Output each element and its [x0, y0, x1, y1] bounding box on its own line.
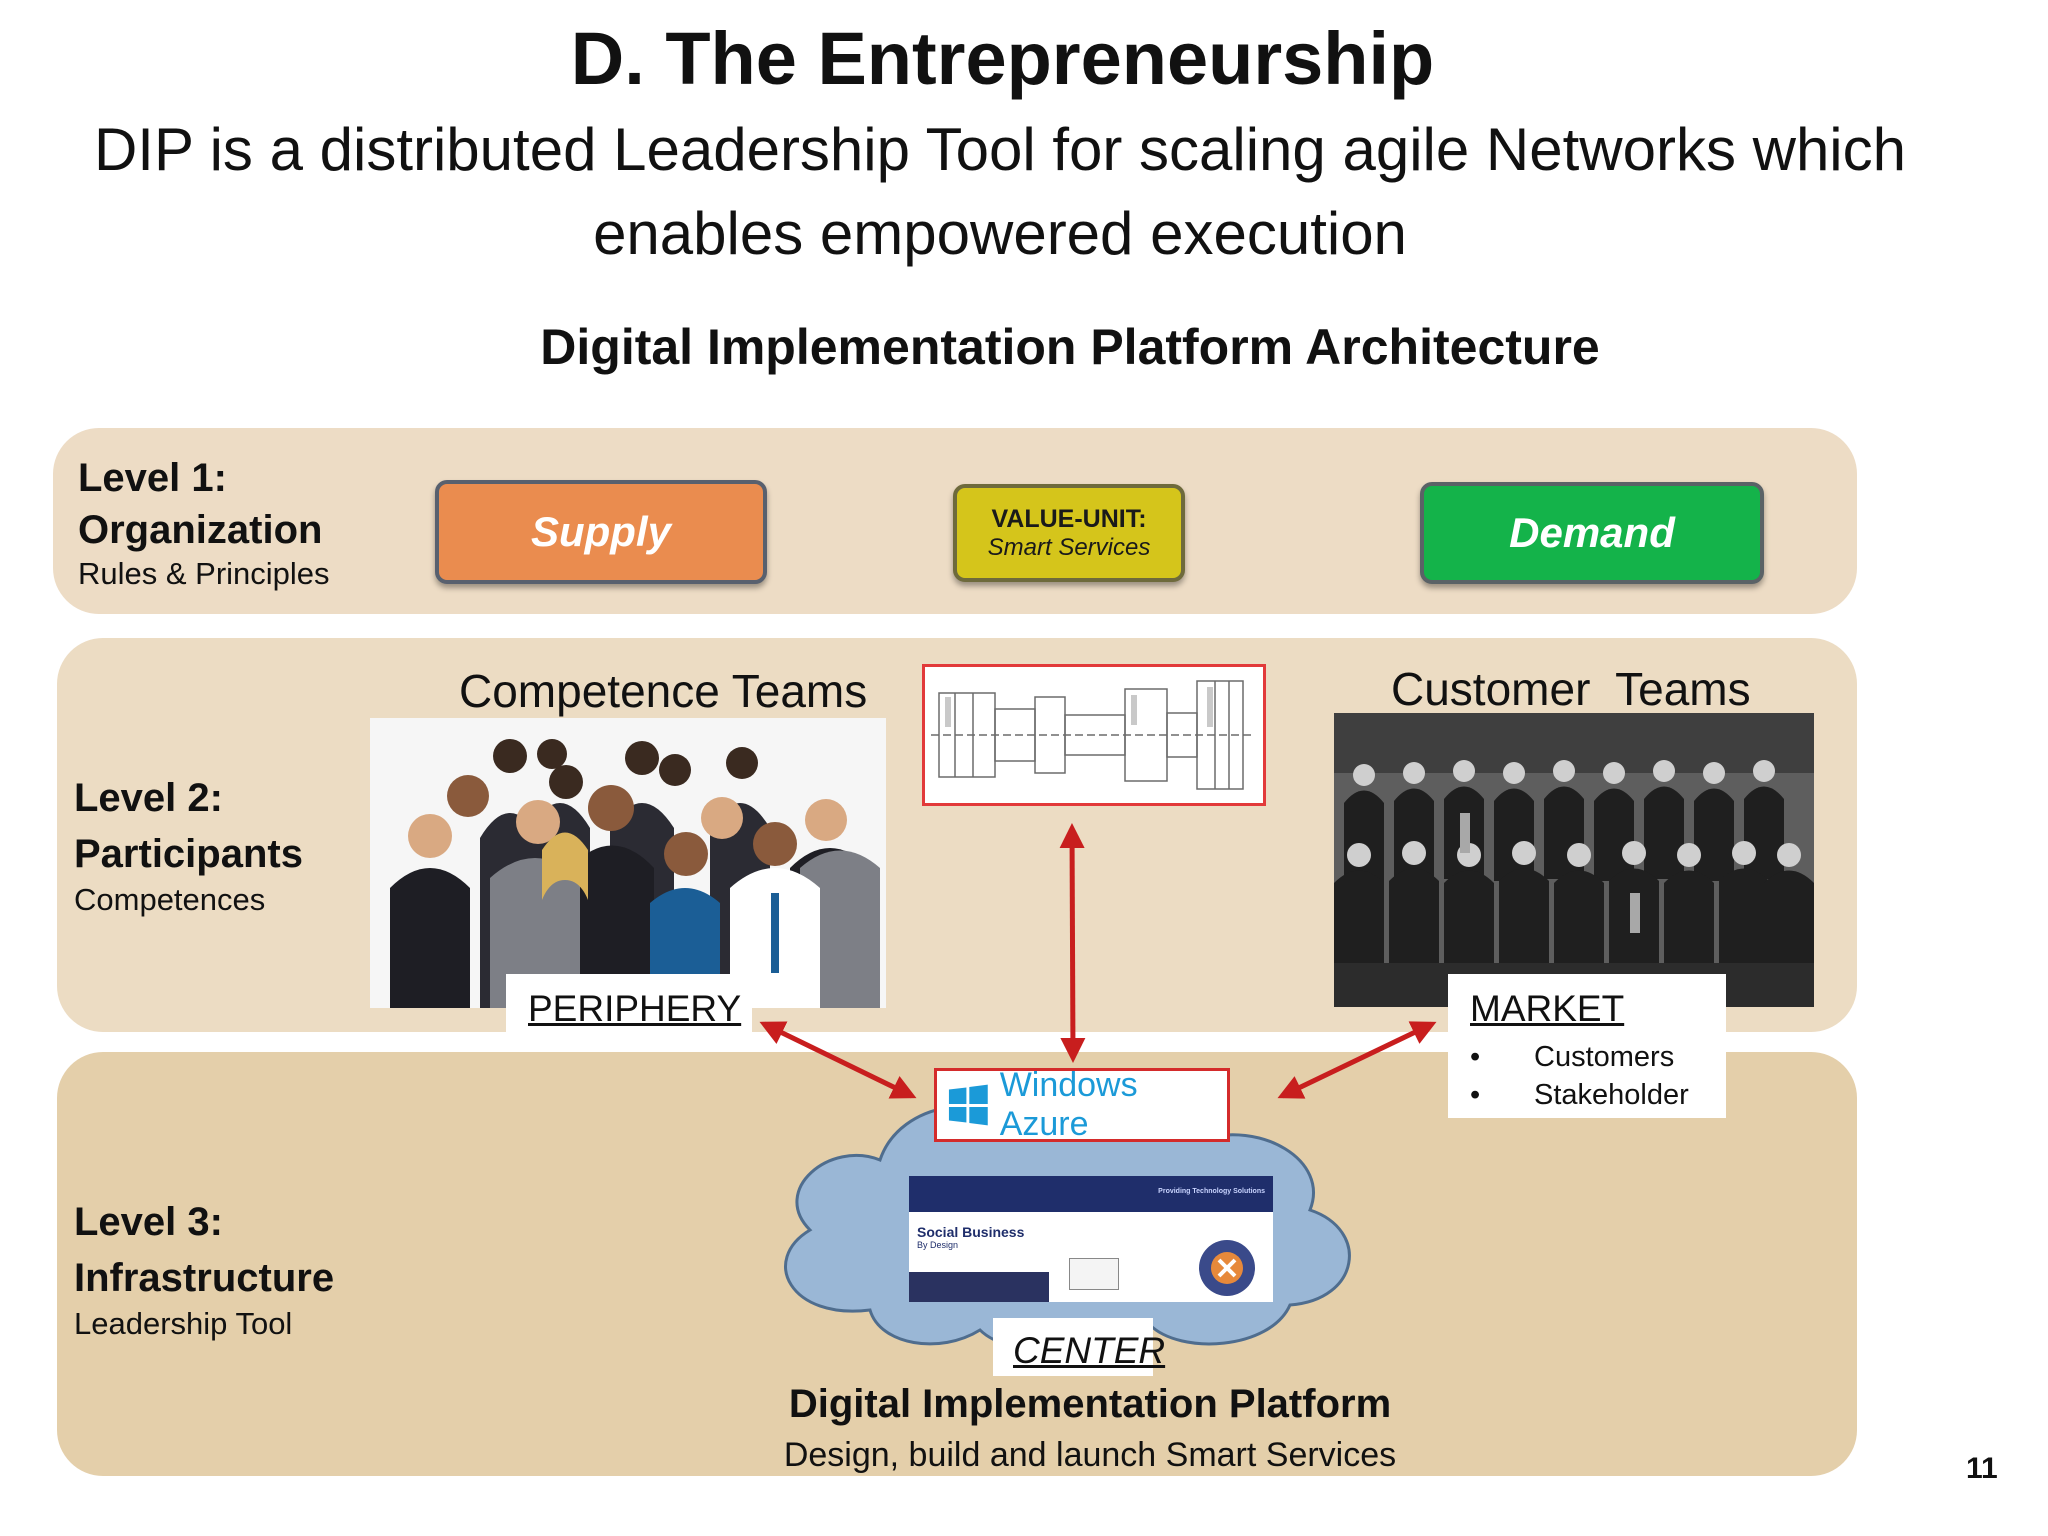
level-3-sub: Leadership Tool: [74, 1306, 293, 1341]
windows-azure-box: Windows Azure: [934, 1066, 1230, 1143]
mechanical-drawing-image: [931, 680, 1255, 790]
level-2-sub: Competences: [74, 882, 266, 917]
vertical-arrow: [1059, 823, 1086, 1063]
level-1-name: Organization: [78, 508, 323, 552]
level-3-name: Infrastructure: [74, 1256, 335, 1300]
page-subtitle: DIP is a distributed Leadership Tool for…: [0, 108, 2000, 276]
market-list-item: •Stakeholder: [1470, 1079, 1689, 1111]
customer-teams-title: Customer Teams: [1391, 663, 1751, 715]
periphery-arrow: [759, 1021, 917, 1099]
market-label: MARKET: [1470, 988, 1625, 1029]
competence-teams-photo: [370, 718, 886, 1008]
screenshot-title: Social Business: [917, 1224, 1025, 1240]
market-list: •Customers •Stakeholder: [1470, 1038, 1689, 1114]
market-list-item: •Customers: [1470, 1041, 1675, 1073]
level-3-heading: Level 3:: [74, 1200, 223, 1244]
periphery-box: PERIPHERY: [506, 974, 752, 1034]
subtitle-line-1: DIP is a distributed Leadership Tool for…: [93, 116, 1907, 183]
windows-logo-icon: [948, 1084, 988, 1126]
periphery-label: PERIPHERY: [528, 988, 742, 1029]
supply-button: Supply: [435, 480, 767, 584]
screenshot-logo-icon: [1199, 1240, 1255, 1296]
screenshot-header: Providing Technology Solutions: [909, 1176, 1273, 1212]
customer-group-illustration: [1334, 713, 1814, 1007]
center-box: CENTER: [993, 1318, 1165, 1376]
platform-title: Digital Implementation Platform: [788, 1382, 1392, 1426]
level-2-label: Level 2: Participants Competences: [74, 770, 303, 918]
competence-teams-title: Competence Teams: [459, 665, 868, 717]
diagram-title: Digital Implementation Platform Architec…: [540, 319, 1600, 375]
competence-group-illustration: [370, 718, 886, 1008]
level-1-label: Level 1: Organization Rules & Principles: [78, 452, 330, 592]
platform-screenshot: Providing Technology Solutions Social Bu…: [909, 1176, 1273, 1302]
screenshot-login-box: [1069, 1258, 1119, 1290]
screenshot-people-strip: [909, 1272, 1049, 1302]
subtitle-line-2: enables empowered execution: [593, 200, 1407, 267]
customer-teams-photo: [1334, 713, 1814, 1007]
market-arrow: [1277, 1021, 1437, 1099]
demand-button: Demand: [1420, 482, 1764, 584]
level-3-label: Level 3: Infrastructure Leadership Tool: [74, 1194, 334, 1342]
page-title: D. The Entrepreneurship: [570, 17, 1435, 100]
value-unit-title: VALUE-UNIT:: [991, 504, 1147, 533]
page-number: 11: [1966, 1452, 1998, 1485]
screenshot-header-text: Providing Technology Solutions: [1158, 1188, 1265, 1195]
value-unit-sub: Smart Services: [987, 533, 1151, 561]
level-1-heading: Level 1:: [78, 456, 227, 500]
level-1-sub: Rules & Principles: [78, 556, 330, 591]
market-box: MARKET •Customers •Stakeholder: [1448, 974, 1726, 1118]
value-unit-drawing: [922, 664, 1266, 806]
platform-subtitle: Design, build and launch Smart Services: [783, 1436, 1397, 1474]
level-2-name: Participants: [74, 832, 303, 876]
screenshot-tagline: By Design: [917, 1240, 959, 1250]
center-label: CENTER: [1013, 1330, 1166, 1371]
windows-azure-label: Windows Azure: [999, 1066, 1138, 1143]
value-unit-button: VALUE-UNIT: Smart Services: [953, 484, 1185, 582]
level-2-heading: Level 2:: [74, 776, 223, 820]
